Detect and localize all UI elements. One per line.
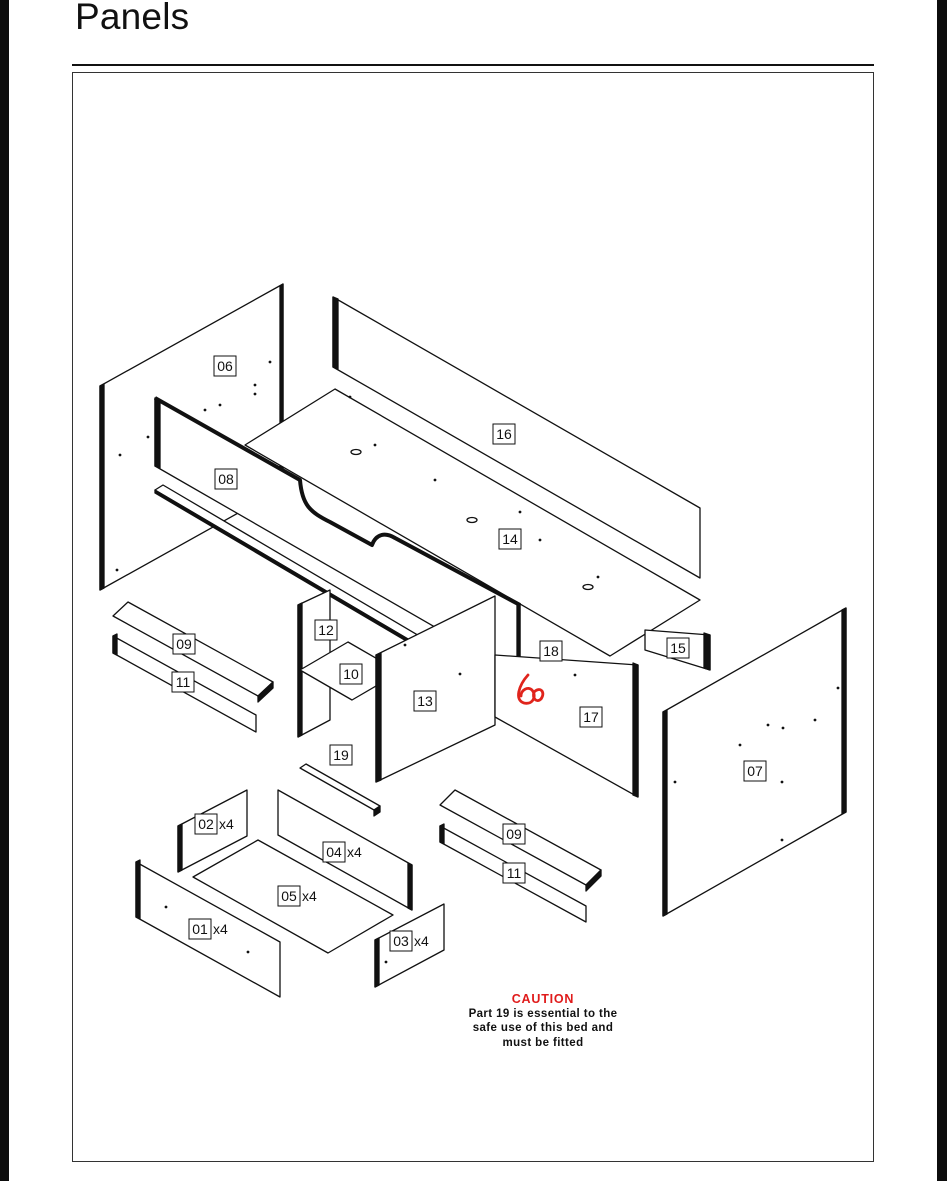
left-dark-border [0,0,9,1181]
part-label-06: 06 [213,355,237,377]
svg-text:x4: x4 [347,844,362,860]
svg-text:09: 09 [506,826,522,842]
svg-text:x4: x4 [414,933,429,949]
part-label-01: 01 x4 [188,918,228,940]
part-label-16: 16 [492,423,516,445]
part-label-17: 17 [579,706,603,728]
svg-text:19: 19 [333,747,349,763]
caution-heading: CAUTION [511,992,575,1006]
svg-text:x4: x4 [213,921,228,937]
svg-text:10: 10 [343,666,359,682]
caution-line-2: safe use of this bed and [472,1022,614,1034]
part-label-05: 05 x4 [277,885,317,907]
svg-text:01: 01 [192,921,208,937]
svg-text:08: 08 [218,471,234,487]
part-label-02: 02 x4 [194,813,234,835]
screw-holes [115,360,840,964]
part-label-15: 15 [666,637,690,659]
part-label-11: 11 [171,671,195,693]
panel-16 [332,296,701,579]
svg-text:15: 15 [670,640,686,656]
panel-19 [299,763,381,817]
part-label-04: 04 x4 [322,841,362,863]
part-label-09: 09 [172,633,196,655]
part-label-10: 10 [339,663,363,685]
svg-text:16: 16 [496,426,512,442]
svg-text:02: 02 [198,816,214,832]
right-dark-border [937,0,947,1181]
part-label-19: 19 [329,744,353,766]
svg-text:13: 13 [417,693,433,709]
svg-text:07: 07 [747,763,763,779]
page-title: Panels [75,0,190,37]
svg-text:11: 11 [507,865,522,881]
panel-14 [244,388,701,657]
panel-17 [494,654,639,798]
svg-text:14: 14 [502,531,518,547]
panel-13 [375,595,496,783]
svg-text:11: 11 [176,674,191,690]
part-label-12: 12 [314,619,338,641]
svg-text:06: 06 [217,358,233,374]
caution-line-3: must be fitted [502,1036,584,1049]
part-label-11-right: 11 [502,862,526,884]
part-labels: 06 16 08 14 12 18 15 09 [171,355,767,952]
svg-text:18: 18 [543,643,559,659]
diagram-frame [72,72,874,1162]
part-label-14: 14 [498,528,522,550]
title-divider [72,64,874,66]
caution-note: CAUTION Part 19 is essential to the safe… [443,992,643,1050]
part-label-03: 03 x4 [389,930,429,952]
svg-text:03: 03 [393,933,409,949]
part-label-18: 18 [539,640,563,662]
part-label-09-right: 09 [502,823,526,845]
svg-text:09: 09 [176,636,192,652]
part-label-07: 07 [743,760,767,782]
svg-text:12: 12 [318,622,334,638]
part-label-08: 08 [214,468,238,490]
part-label-13: 13 [413,690,437,712]
svg-text:17: 17 [583,709,599,725]
handwritten-red-mark [517,673,545,705]
svg-text:x4: x4 [302,888,317,904]
svg-text:x4: x4 [219,816,234,832]
svg-text:05: 05 [281,888,297,904]
caution-line-1: Part 19 is essential to the [468,1007,618,1020]
svg-text:04: 04 [326,844,342,860]
